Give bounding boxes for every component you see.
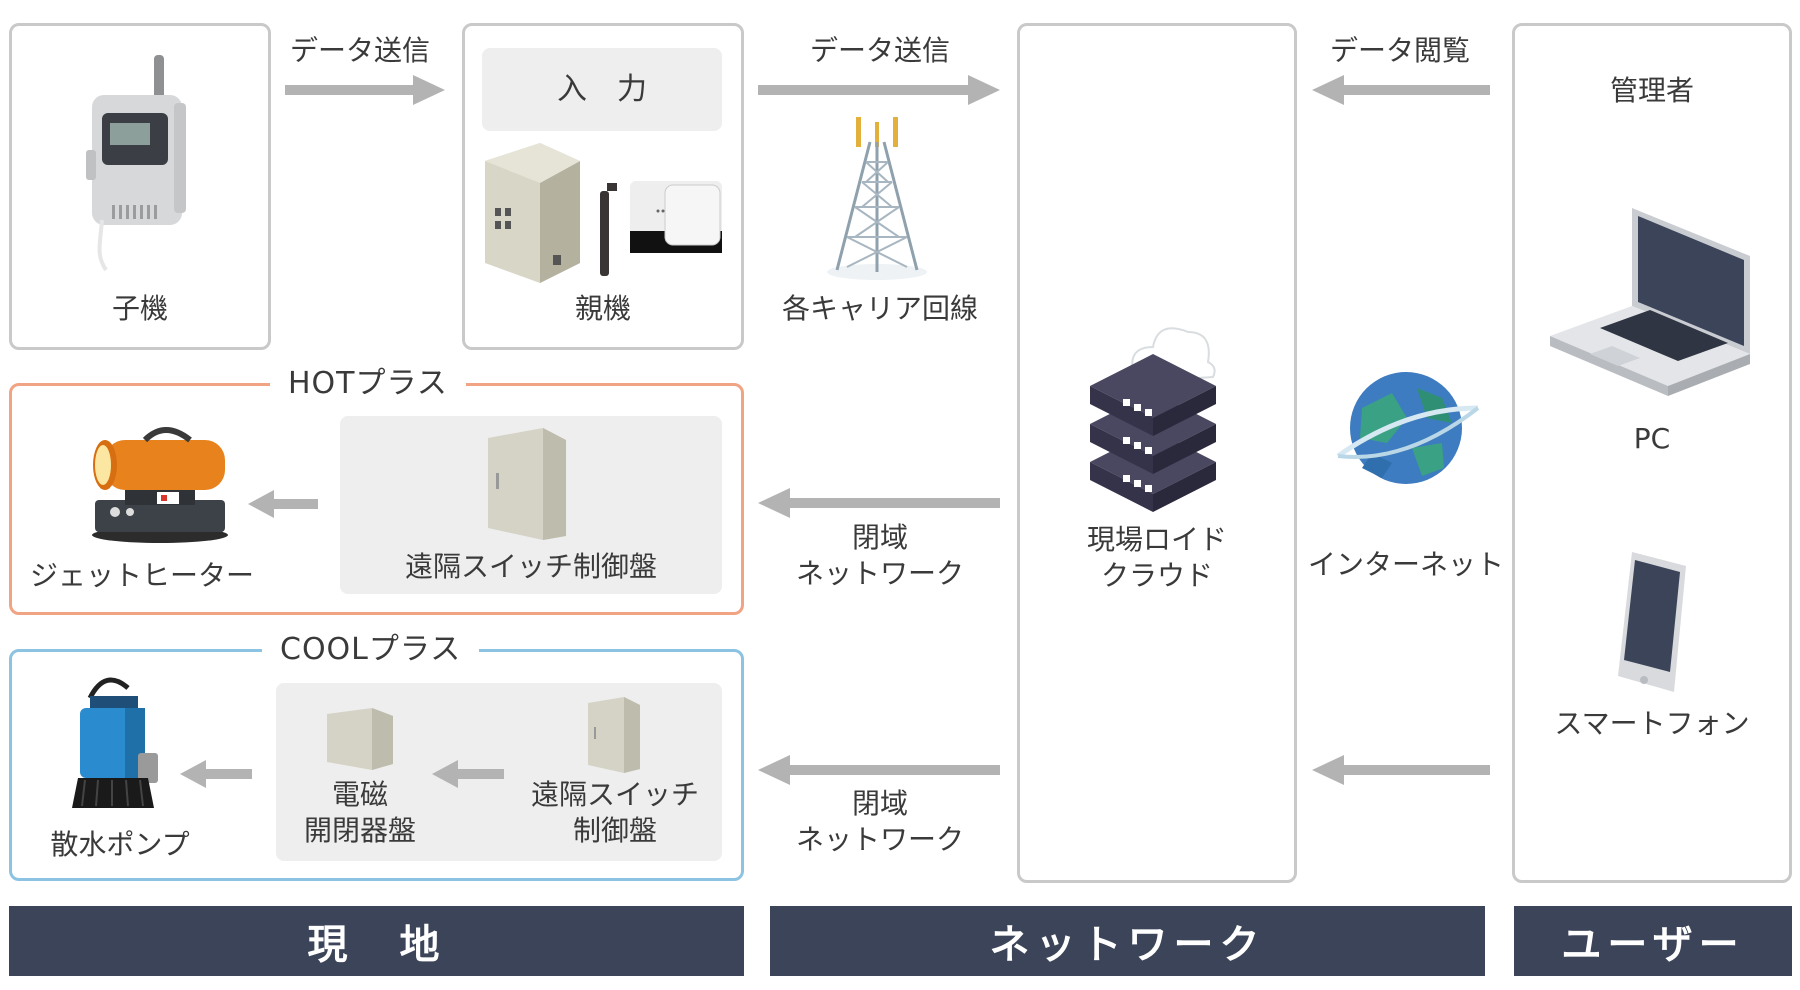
arrow-left-hot-2 bbox=[758, 488, 1000, 518]
hot-network-label: 閉域 ネットワーク bbox=[795, 521, 964, 590]
magnetic-switch-icon bbox=[327, 708, 393, 770]
cool-network-label: 閉域 ネットワーク bbox=[795, 787, 964, 856]
footer-user: ユーザー bbox=[1514, 906, 1792, 976]
arrow-left-bottom bbox=[1312, 755, 1490, 785]
admin-label: 管理者 bbox=[1609, 74, 1694, 107]
arrow-right-1 bbox=[285, 75, 445, 105]
arrow-left-view bbox=[1312, 75, 1490, 105]
laptop-icon bbox=[1550, 208, 1750, 396]
cloud-label: 現場ロイド クラウド bbox=[1086, 523, 1227, 592]
hot-switch-panel-label: 遠隔スイッチ制御盤 bbox=[404, 550, 657, 583]
cool-control-box-icon bbox=[588, 697, 640, 773]
globe-icon bbox=[1336, 372, 1480, 484]
magnetic-switch-label: 電磁 開閉器盤 bbox=[303, 778, 416, 847]
data-view-label: データ閲覧 bbox=[1329, 34, 1470, 67]
arrow-left-hot-1 bbox=[248, 490, 318, 518]
water-pump-label: 散水ポンプ bbox=[50, 828, 190, 861]
cloud-box bbox=[1017, 23, 1297, 883]
input-panel bbox=[482, 48, 722, 131]
footer-network: ネットワーク bbox=[770, 906, 1485, 976]
cool-plus-title: COOLプラス bbox=[262, 632, 480, 668]
internet-label: インターネット bbox=[1307, 548, 1504, 581]
arrow-left-cool-2 bbox=[432, 760, 504, 788]
cloud-server-icon bbox=[1090, 327, 1216, 512]
arrow-left-cool-3 bbox=[758, 755, 1000, 785]
arrow-right-2 bbox=[758, 75, 1000, 105]
footer-site: 現 地 bbox=[9, 906, 744, 976]
carrier-label: 各キャリア回線 bbox=[781, 292, 978, 325]
base-station-icon bbox=[485, 143, 722, 283]
data-logger-icon bbox=[86, 55, 186, 272]
parent-device-label: 親機 bbox=[574, 292, 631, 325]
data-send-label-1: データ送信 bbox=[289, 34, 430, 67]
water-pump-icon bbox=[72, 677, 158, 808]
child-device-label: 子機 bbox=[111, 292, 168, 325]
pc-label: PC bbox=[1633, 422, 1671, 455]
arrow-left-cool-1 bbox=[180, 760, 252, 788]
user-box bbox=[1512, 23, 1792, 883]
hot-plus-title: HOTプラス bbox=[270, 366, 466, 402]
data-send-label-2: データ送信 bbox=[809, 34, 950, 67]
antenna-tower-icon bbox=[827, 117, 927, 280]
control-box-icon bbox=[488, 428, 566, 540]
cool-switch-panel-label: 遠隔スイッチ 制御盤 bbox=[530, 778, 699, 847]
input-label: 入 力 bbox=[557, 72, 647, 107]
jet-heater-label: ジェットヒーター bbox=[30, 559, 255, 592]
smartphone-label: スマートフォン bbox=[1554, 707, 1750, 740]
jet-heater-icon bbox=[92, 427, 228, 543]
smartphone-icon bbox=[1618, 552, 1686, 692]
